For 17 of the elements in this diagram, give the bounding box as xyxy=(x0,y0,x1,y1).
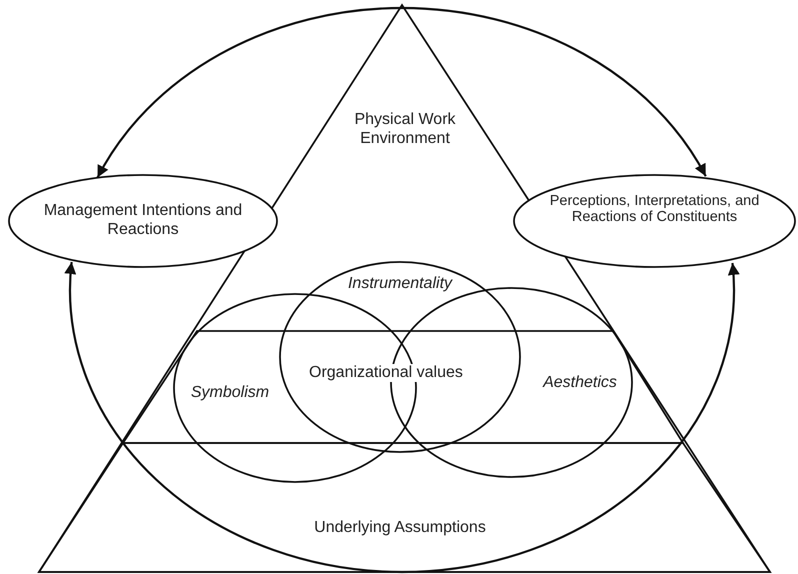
node-label: Instrumentality xyxy=(346,274,454,294)
cycle-arrow xyxy=(96,6,402,178)
ellipse-shape xyxy=(513,174,796,268)
node-label: Management Intentions and Reactions xyxy=(43,201,243,240)
node-label: Aesthetics xyxy=(542,373,618,392)
cycle-arrow xyxy=(402,6,707,177)
node-label: Perceptions, Interpretations, and Reactions of Constituents xyxy=(548,194,760,226)
trapezoid-band xyxy=(39,443,770,572)
triangle-shape xyxy=(39,5,770,572)
node-label: Underlying Assumptions xyxy=(313,518,487,538)
ellipse-shape xyxy=(8,174,278,268)
ellipse-shape xyxy=(279,261,521,453)
node-label: Symbolism xyxy=(190,383,270,402)
center-label: Organizational values xyxy=(308,364,464,382)
node-label: Physical Work Environment xyxy=(353,110,457,148)
trapezoid-band xyxy=(123,331,683,443)
ellipse-shape xyxy=(173,293,417,483)
